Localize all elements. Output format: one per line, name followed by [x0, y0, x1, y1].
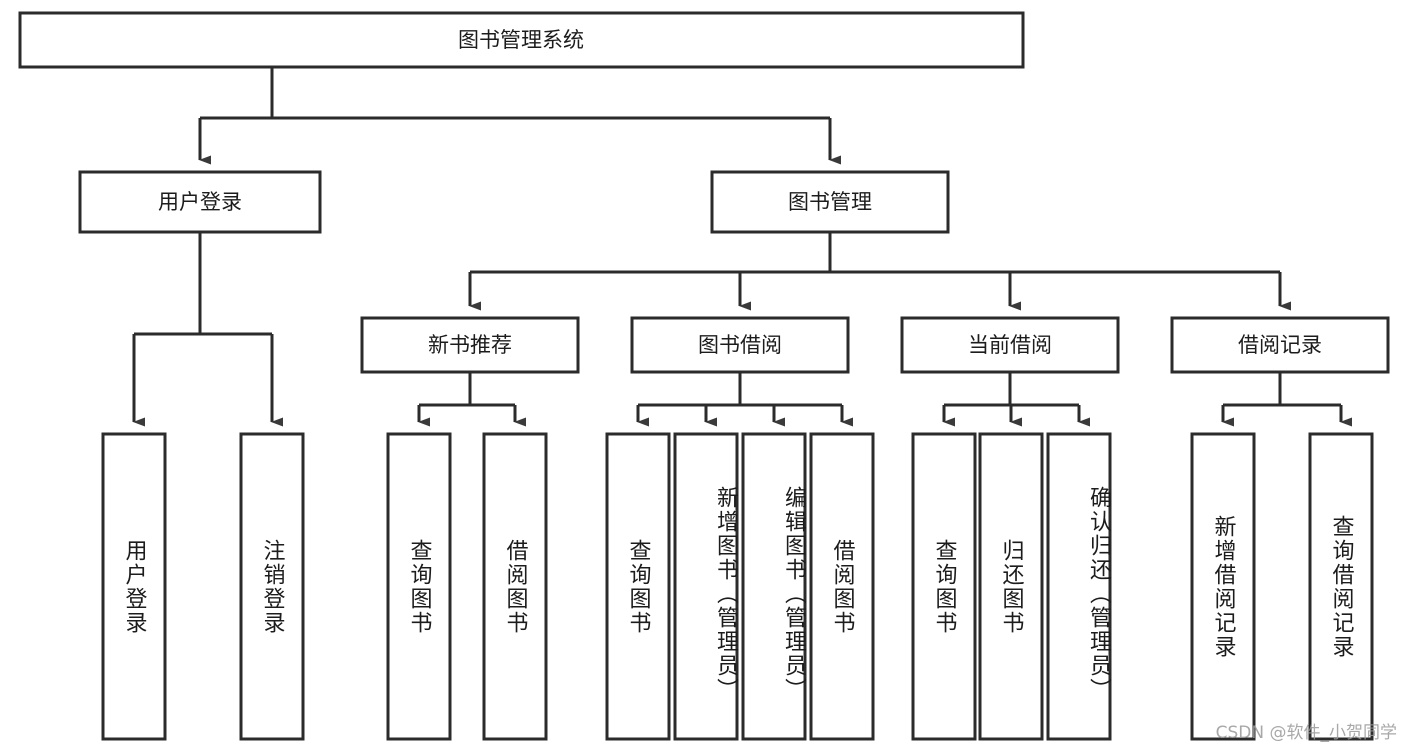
leaf-box-edit-book[interactable] — [741, 432, 807, 741]
node-new-book-recommend-box[interactable] — [360, 316, 580, 374]
leaf-box-query-book-1[interactable] — [386, 432, 452, 741]
node-user-login-box[interactable] — [78, 170, 322, 234]
leaf-boxes — [101, 432, 1374, 741]
node-current-borrow-label: 当前借阅 — [968, 333, 1052, 357]
node-root-box[interactable] — [18, 11, 1025, 69]
node-book-borrow[interactable]: 图书借阅 — [630, 316, 850, 374]
leaf-box-query-book-3[interactable] — [911, 432, 977, 741]
leaf-box-user-login[interactable] — [101, 432, 167, 741]
node-borrow-record[interactable]: 借阅记录 — [1170, 316, 1390, 374]
leaf-box-confirm-return[interactable] — [1046, 432, 1112, 741]
connector-group-new-book-recommend — [417, 372, 526, 427]
leaf-box-query-record[interactable] — [1308, 432, 1374, 741]
node-current-borrow-box[interactable] — [900, 316, 1120, 374]
leaf-box-borrow-book-2[interactable] — [809, 432, 875, 741]
leaf-box-borrow-book-1[interactable] — [482, 432, 548, 741]
node-user-login[interactable]: 用户登录 — [78, 170, 322, 234]
leaf-box-add-record[interactable] — [1190, 432, 1256, 741]
leaf-box-add-book[interactable] — [673, 432, 739, 741]
connector-group-book-borrow — [636, 372, 853, 427]
node-book-borrow-label: 图书借阅 — [698, 333, 782, 357]
connector-group-current-borrow — [942, 372, 1090, 427]
node-book-manage[interactable]: 图书管理 — [710, 170, 950, 234]
node-root-label: 图书管理系统 — [458, 28, 584, 52]
node-borrow-record-box[interactable] — [1170, 316, 1390, 374]
node-book-borrow-box[interactable] — [630, 316, 850, 374]
node-borrow-record-label: 借阅记录 — [1238, 333, 1322, 357]
node-new-book-recommend[interactable]: 新书推荐 — [360, 316, 580, 374]
node-book-manage-box[interactable] — [710, 170, 950, 234]
leaf-box-query-book-2[interactable] — [605, 432, 671, 741]
connector-group-user-login — [132, 232, 283, 427]
node-user-login-label: 用户登录 — [158, 190, 242, 214]
node-root[interactable]: 图书管理系统 — [18, 11, 1025, 69]
csdn-watermark: CSDN @软件_小贺同学 — [1215, 723, 1397, 743]
connector-group-borrow-record — [1221, 372, 1352, 427]
connector-group-root — [198, 67, 841, 165]
node-book-manage-label: 图书管理 — [788, 190, 872, 214]
node-new-book-recommend-label: 新书推荐 — [428, 333, 512, 357]
leaf-box-return-book[interactable] — [978, 432, 1044, 741]
connector-group-book-manage — [468, 232, 1291, 311]
leaf-box-logout[interactable] — [239, 432, 305, 741]
node-current-borrow[interactable]: 当前借阅 — [900, 316, 1120, 374]
